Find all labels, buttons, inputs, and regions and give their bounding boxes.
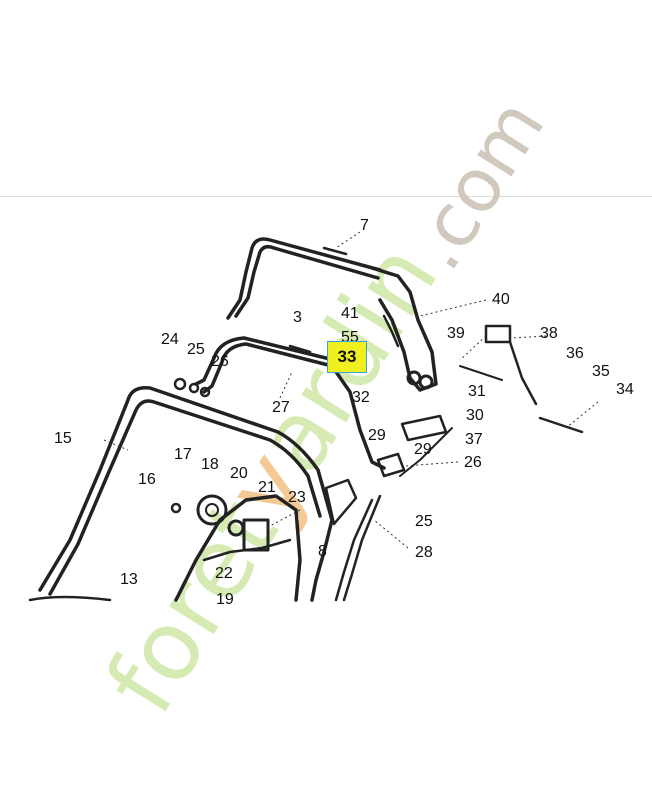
- callout-23: 23: [288, 489, 306, 506]
- callout-38: 38: [540, 325, 558, 342]
- watermark-domain: .com: [392, 85, 561, 285]
- callout-17: 17: [174, 446, 192, 463]
- callout-18: 18: [201, 456, 219, 473]
- callout-28: 28: [415, 544, 433, 561]
- handle-drawing: [28, 237, 584, 602]
- callout-21: 21: [258, 479, 276, 496]
- callout-26-lower: 26: [464, 454, 482, 471]
- callout-35: 35: [592, 363, 610, 380]
- callout-15: 15: [54, 430, 72, 447]
- callout-8: 8: [318, 543, 327, 560]
- callout-24: 24: [161, 331, 179, 348]
- callout-20: 20: [230, 465, 248, 482]
- callout-36: 36: [566, 345, 584, 362]
- callout-32: 32: [352, 389, 370, 406]
- highlighted-part-33[interactable]: 33: [327, 341, 367, 373]
- callout-3: 3: [293, 309, 302, 326]
- drawing-bottom-edge: [0, 601, 652, 800]
- callout-39: 39: [447, 325, 465, 342]
- callout-25-lower: 25: [415, 513, 433, 530]
- divider-line: [0, 196, 652, 197]
- callout-19: 19: [216, 591, 234, 608]
- callout-27: 27: [272, 399, 290, 416]
- leader-lines: [103, 231, 599, 549]
- callout-22: 22: [215, 565, 233, 582]
- callout-37: 37: [465, 431, 483, 448]
- callout-16: 16: [138, 471, 156, 488]
- callout-31: 31: [468, 383, 486, 400]
- callout-29-left: 29: [368, 427, 386, 444]
- callout-30: 30: [466, 407, 484, 424]
- callout-34: 34: [616, 381, 634, 398]
- callout-7: 7: [360, 217, 369, 234]
- callout-26: 26: [211, 353, 229, 370]
- callout-numbers: 7 40 41 55 39 38 36 35 34 3 24 25 26 27 …: [54, 217, 634, 608]
- callout-40: 40: [492, 291, 510, 308]
- callout-29-right: 29: [414, 441, 432, 458]
- callout-13: 13: [120, 571, 138, 588]
- callout-25: 25: [187, 341, 205, 358]
- callout-41: 41: [341, 305, 359, 322]
